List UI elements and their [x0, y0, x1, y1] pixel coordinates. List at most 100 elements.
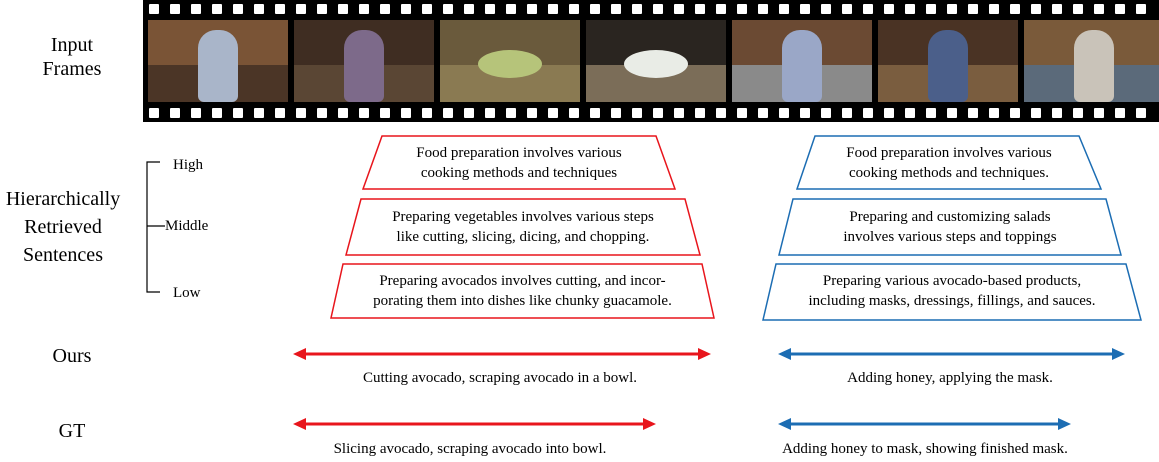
film-sprocket-hole — [989, 4, 999, 14]
film-sprocket-hole — [149, 108, 159, 118]
film-sprocket-hole — [758, 4, 768, 14]
left-high-line-1: Food preparation involves various — [416, 145, 622, 161]
left-middle-line-1: Preparing vegetables involves various st… — [392, 209, 654, 225]
film-sprocket-hole — [527, 4, 537, 14]
film-sprocket-hole — [653, 4, 663, 14]
film-sprocket-hole — [191, 108, 201, 118]
film-sprocket-hole — [800, 108, 810, 118]
film-sprocket-hole — [926, 108, 936, 118]
film-sprocket-hole — [170, 4, 180, 14]
left-low-box — [330, 263, 715, 319]
film-sprocket-hole — [233, 4, 243, 14]
film-sprocket-hole — [380, 108, 390, 118]
left-middle-box — [345, 198, 701, 256]
right-low-line-2: including masks, dressings, fillings, an… — [808, 293, 1096, 309]
video-frame-7 — [1024, 20, 1159, 102]
film-sprocket-hole — [296, 4, 306, 14]
film-sprocket-hole — [464, 4, 474, 14]
film-sprocket-hole — [926, 4, 936, 14]
film-sprocket-hole — [191, 4, 201, 14]
input-frames-line-2: Frames — [42, 58, 102, 80]
film-sprocket-hole — [842, 4, 852, 14]
film-sprocket-hole — [233, 108, 243, 118]
left-high-line-2: cooking methods and techniques — [420, 165, 618, 181]
film-sprocket-hole — [905, 108, 915, 118]
film-sprocket-hole — [989, 108, 999, 118]
film-sprocket-hole — [1073, 4, 1083, 14]
right-low-line-1: Preparing various avocado-based products… — [822, 273, 1082, 289]
film-sprocket-hole — [632, 108, 642, 118]
video-frame-6 — [878, 20, 1018, 102]
film-sprocket-hole — [254, 108, 264, 118]
left-low-line-1: Preparing avocados involves cutting, and… — [379, 273, 666, 289]
right-high-line-1: Food preparation involves various — [846, 145, 1052, 161]
film-sprocket-hole — [1073, 108, 1083, 118]
right-low-box — [762, 263, 1142, 321]
film-sprocket-hole — [1031, 4, 1041, 14]
film-sprocket-hole — [800, 4, 810, 14]
film-sprocket-hole — [1115, 108, 1125, 118]
left-middle-line-2: like cutting, slicing, dicing, and chopp… — [396, 229, 650, 245]
right-middle-line-2: involves various steps and toppings — [843, 229, 1057, 245]
level-bracket — [146, 161, 165, 293]
film-sprocket-hole — [1094, 108, 1104, 118]
ours-right-arrow — [778, 348, 1125, 360]
left-high-box — [361, 135, 677, 190]
film-sprocket-hole — [695, 4, 705, 14]
film-sprocket-hole — [485, 108, 495, 118]
film-sprocket-hole — [1010, 108, 1020, 118]
film-sprocket-hole — [275, 108, 285, 118]
ours-left-arrow — [293, 348, 711, 360]
film-sprocket-hole — [1094, 4, 1104, 14]
gt-right-caption: Adding honey to mask, showing finished m… — [782, 441, 1068, 457]
film-sprocket-hole — [485, 4, 495, 14]
film-sprocket-hole — [1115, 4, 1125, 14]
film-sprocket-hole — [422, 4, 432, 14]
film-sprocket-hole — [359, 108, 369, 118]
left-low-line-2: porating them into dishes like chunky gu… — [373, 293, 672, 309]
film-sprocket-hole — [632, 4, 642, 14]
film-sprocket-hole — [1052, 108, 1062, 118]
right-middle-line-1: Preparing and customizing salads — [849, 209, 1051, 225]
film-sprocket-hole — [779, 108, 789, 118]
input-frames-filmstrip — [143, 0, 1159, 122]
film-sprocket-hole — [968, 108, 978, 118]
film-sprocket-hole — [779, 4, 789, 14]
film-sprocket-hole — [674, 4, 684, 14]
right-high-line-2: cooking methods and techniques. — [849, 165, 1049, 181]
retrieved-line-1: Hierarchically — [5, 188, 121, 210]
ours-label: Ours — [52, 345, 92, 367]
film-sprocket-hole — [863, 108, 873, 118]
level-high-label: High — [173, 157, 203, 173]
frame-subject — [344, 30, 384, 102]
film-sprocket-hole — [296, 108, 306, 118]
film-sprocket-hole — [548, 4, 558, 14]
right-middle-text: Preparing and customizing salads involve… — [779, 207, 1121, 247]
input-frames-label: Input Frames — [22, 33, 122, 81]
gt-label: GT — [58, 420, 86, 442]
gt-right-arrow — [778, 418, 1071, 430]
film-sprocket-hole — [422, 108, 432, 118]
frame-subject — [198, 30, 238, 102]
video-frame-2 — [294, 20, 434, 102]
input-frames-line-1: Input — [50, 34, 94, 56]
film-sprocket-hole — [1052, 4, 1062, 14]
retrieved-sentences-label: Hierarchically Retrieved Sentences — [0, 187, 138, 267]
ours-right-caption: Adding honey, applying the mask. — [847, 370, 1053, 386]
film-sprocket-hole — [737, 108, 747, 118]
film-sprocket-hole — [317, 108, 327, 118]
frame-subject — [928, 30, 968, 102]
film-sprocket-hole — [758, 108, 768, 118]
film-sprocket-hole — [611, 4, 621, 14]
film-sprocket-hole — [338, 108, 348, 118]
left-middle-text: Preparing vegetables involves various st… — [346, 207, 700, 247]
film-sprocket-hole — [1010, 4, 1020, 14]
film-sprocket-hole — [548, 108, 558, 118]
film-sprocket-hole — [653, 108, 663, 118]
film-sprocket-hole — [695, 108, 705, 118]
retrieved-line-2: Retrieved — [24, 216, 102, 238]
film-sprocket-hole — [947, 4, 957, 14]
frame-subject — [782, 30, 822, 102]
film-sprocket-hole — [737, 4, 747, 14]
